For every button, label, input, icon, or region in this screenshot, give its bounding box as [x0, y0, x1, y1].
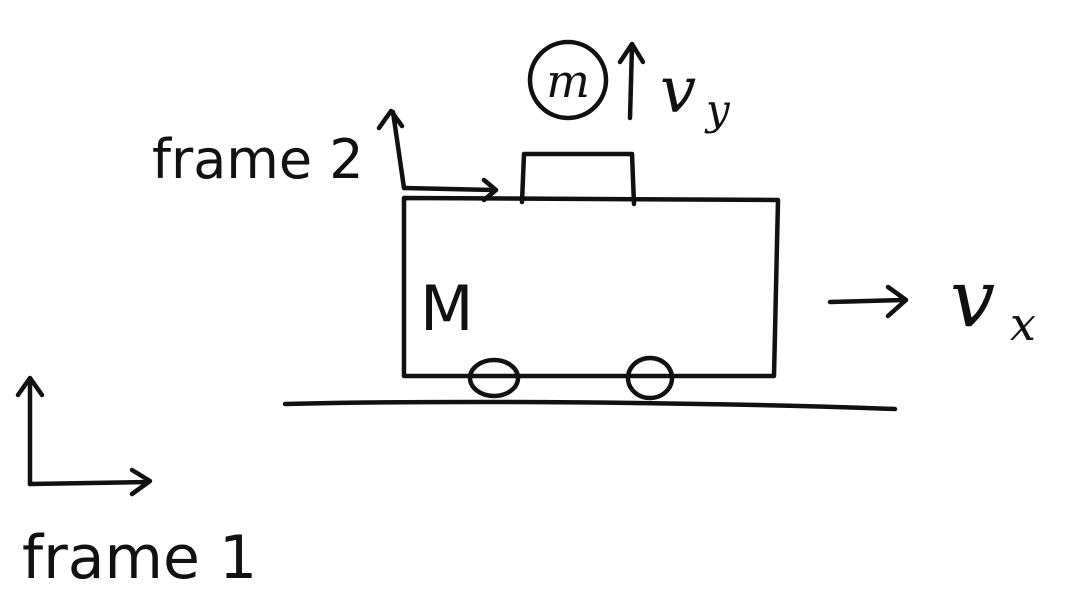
big-mass-label: M: [420, 272, 474, 345]
frame-2-y-axis: [390, 109, 407, 191]
velocity-y-subscript: y: [704, 85, 731, 134]
frame-2-x-axis: [401, 185, 497, 193]
frame-2-y-arrowhead: [376, 108, 405, 131]
velocity-y-label: v: [660, 54, 696, 128]
velocity-x-label: v: [950, 252, 995, 345]
velocity-y-arrow: [627, 43, 635, 121]
small-mass-circle: [527, 39, 609, 121]
frame-1-x-arrowhead: [129, 467, 153, 497]
cart-wheel-right: [625, 355, 675, 401]
velocity-x-arrow: [827, 297, 907, 305]
frame-1-x-axis: [27, 479, 151, 487]
velocity-x-arrowhead: [885, 284, 909, 319]
velocity-x-subscript: x: [1010, 297, 1036, 351]
cart-wheel-left: [467, 357, 521, 399]
top-block: [519, 151, 637, 207]
frame-1-label: frame 1: [22, 523, 257, 592]
velocity-y-arrowhead: [617, 41, 646, 65]
frame-2-axes: [376, 108, 499, 203]
small-mass-label: m: [546, 54, 590, 108]
frame-1-axes: [15, 375, 153, 497]
ground-line: [282, 399, 898, 412]
frame-2-label: frame 2: [152, 128, 364, 191]
cart-body: [401, 195, 781, 379]
frame-1-y-arrowhead: [15, 375, 45, 398]
